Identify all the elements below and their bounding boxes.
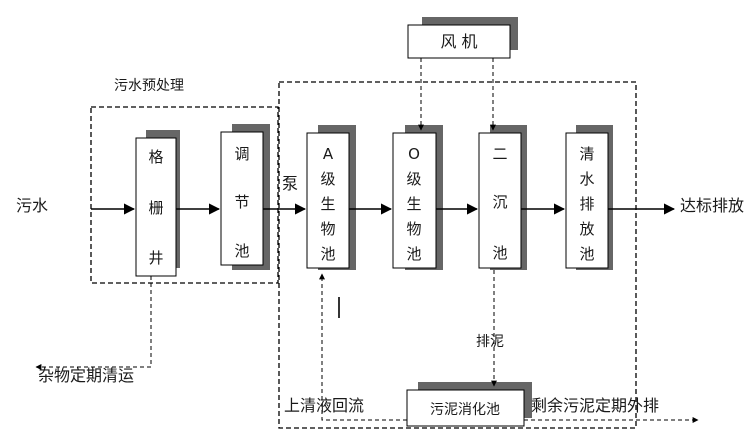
o-tank-char-1: O (408, 145, 420, 163)
clear-water-char-4: 放 (579, 220, 594, 238)
screen-well-unit: 格 栅 井 (135, 130, 180, 277)
equalization-tank-unit: 调 节 池 (220, 124, 270, 270)
pretreatment-label: 污水预处理 (114, 78, 184, 94)
pretreatment-frame (90, 106, 279, 284)
clear-water-char-3: 排 (579, 195, 594, 213)
supernatant-return-line (319, 273, 407, 421)
a-tank-char-2: 级 (320, 170, 335, 188)
excess-sludge-label: 剩余污泥定期外排 (531, 396, 659, 415)
biological-treatment-frame (278, 81, 637, 429)
clear-water-char-2: 水 (579, 170, 594, 188)
o-tank-char-2: 级 (406, 170, 421, 188)
blower-label: 风 机 (440, 32, 477, 51)
digestion-tank-label: 污泥消化池 (430, 402, 500, 418)
o-tank-char-4: 物 (406, 220, 421, 238)
sewage-inflow-label: 污水 (16, 196, 48, 215)
clarifier-char-3: 池 (492, 244, 507, 262)
blower-unit: 风 机 (407, 17, 518, 59)
equalization-char-1: 调 (234, 145, 249, 163)
pump-label: 泵 (282, 174, 298, 193)
o-tank-char-5: 池 (406, 245, 421, 263)
a-tank-char-1: A (323, 145, 334, 163)
supernatant-return-label: 上清液回流 (284, 396, 364, 415)
discharge-label: 达标排放 (680, 196, 744, 215)
screen-well-char-2: 栅 (148, 199, 163, 217)
debris-removal-label: 杂物定期清运 (38, 366, 134, 385)
a-tank-char-3: 生 (320, 195, 335, 213)
clear-water-tank-unit: 清 水 排 放 池 (565, 125, 613, 270)
clarifier-unit: 二 沉 池 (478, 125, 527, 270)
digestion-tank-unit: 污泥消化池 (406, 382, 532, 427)
sludge-discharge-label: 排泥 (476, 334, 504, 350)
clear-water-char-1: 清 (579, 145, 594, 163)
o-tank-char-3: 生 (406, 195, 421, 213)
clarifier-char-1: 二 (492, 145, 507, 163)
screen-well-char-1: 格 (148, 148, 163, 166)
equalization-char-3: 池 (234, 242, 249, 260)
o-stage-tank-unit: O 级 生 物 池 (392, 125, 443, 270)
equalization-char-2: 节 (234, 193, 249, 211)
debris-removal-line (35, 276, 152, 370)
a-stage-tank-unit: A 级 生 物 池 (306, 125, 356, 270)
a-tank-char-4: 物 (320, 220, 335, 238)
a-tank-char-5: 池 (320, 245, 335, 263)
clarifier-char-2: 沉 (492, 193, 507, 211)
clear-water-char-5: 池 (579, 245, 594, 263)
screen-well-char-3: 井 (148, 249, 163, 267)
